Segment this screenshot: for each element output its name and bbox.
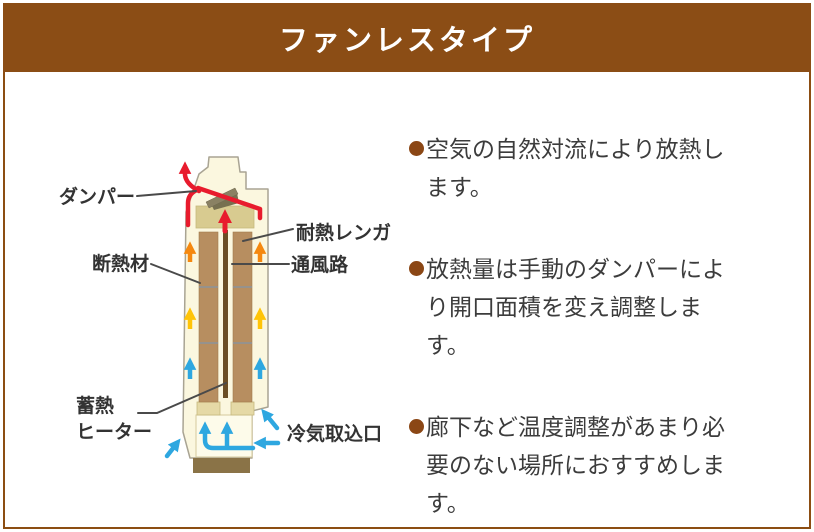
- insulation-leader: [150, 263, 201, 284]
- label-heat-resistant-brick: 耐熱レンガ: [296, 221, 391, 244]
- label-cold-air-intake: 冷気取込口: [287, 422, 382, 445]
- note-line: 廊下など温度調整があまり必: [426, 414, 725, 440]
- cold-air-inflow-path: [198, 421, 256, 451]
- bullet-icon: [409, 141, 424, 156]
- label-damper: ダンパー: [59, 185, 135, 208]
- note-line: す。: [426, 332, 470, 358]
- notes-list: 空気の自然対流により放熱し ます。 放熱量は手動のダンパーによ り開口面積を変え…: [409, 130, 781, 532]
- header: ファンレスタイプ: [3, 3, 811, 72]
- cold-air-intake-arrow-upper: [261, 408, 280, 431]
- list-item: 放熱量は手動のダンパーによ り開口面積を変え調整しま す。: [409, 250, 781, 364]
- note-line: り開口面積を変え調整しま: [426, 294, 702, 320]
- note-line: 要のない場所におすすめしま: [426, 452, 725, 478]
- hot-air-top-duct: [195, 185, 263, 221]
- label-storage-heater-line2: ヒーター: [76, 421, 152, 443]
- note-line: 空気の自然対流により放熱し: [426, 136, 725, 162]
- leader-lines: [136, 190, 294, 414]
- heat-brick-leader: [242, 228, 294, 242]
- page-title: ファンレスタイプ: [278, 24, 535, 57]
- damper-leader: [136, 190, 197, 197]
- note-line: 放熱量は手動のダンパーによ: [426, 256, 725, 282]
- cold-air-flow: [164, 408, 281, 459]
- heater-base: [193, 458, 250, 473]
- cold-air-intake-arrow-left: [164, 438, 181, 459]
- note-line: す。: [426, 490, 470, 516]
- heater-element: [223, 230, 228, 398]
- storage-bricks: [198, 231, 253, 403]
- list-item: 空気の自然対流により放熱し ます。: [409, 130, 781, 206]
- note-line: ます。: [426, 174, 493, 200]
- list-item: 廊下など温度調整があまり必 要のない場所におすすめしま す。: [409, 408, 781, 522]
- label-ventilation-path: 通風路: [291, 253, 349, 276]
- label-insulation: 断熱材: [92, 252, 149, 275]
- storage-heater-leader: [137, 382, 227, 414]
- label-storage-heater-line1: 蓄熱: [76, 394, 114, 417]
- convection-arrows: [183, 241, 267, 379]
- bullet-icon: [409, 419, 424, 434]
- diagram-labels: ダンパー 断熱材 耐熱レンガ 通風路 蓄熱 ヒーター 冷気取込口: [59, 185, 391, 445]
- brick-joint-lines: [199, 286, 252, 344]
- bullet-icon: [409, 261, 424, 276]
